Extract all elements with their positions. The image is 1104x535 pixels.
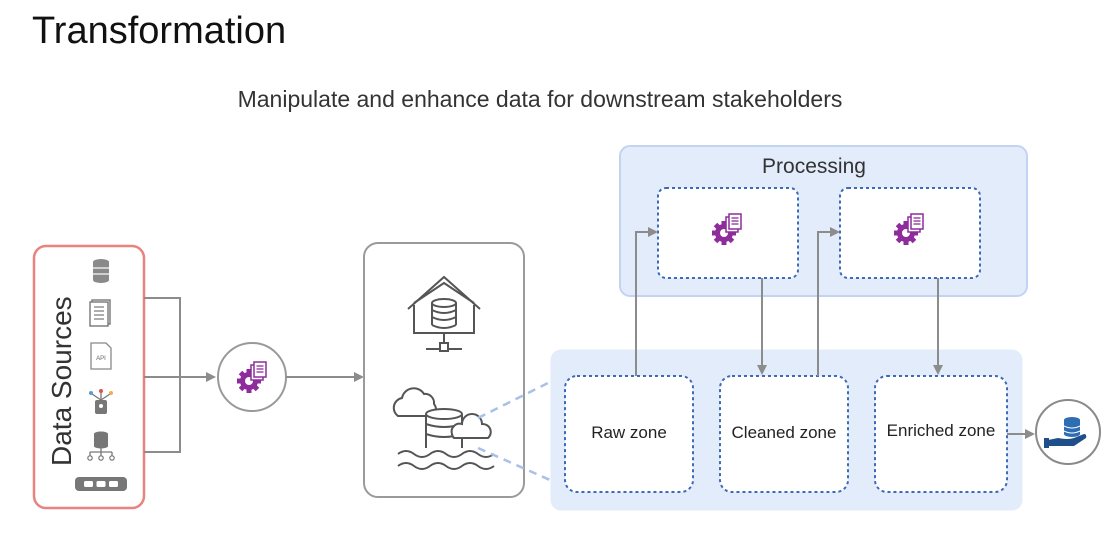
data-sources-label: Data Sources: [46, 296, 77, 466]
server-rack-icon: [75, 477, 127, 491]
cleaned-zone: Cleaned zone: [719, 375, 849, 493]
zone-flow-arrows: [635, 227, 1035, 439]
data-lake-icon: [392, 387, 495, 470]
enriched-zone: Enriched zone: [874, 375, 1008, 493]
page-subtitle: Manipulate and enhance data for downstre…: [237, 86, 843, 112]
network-database-icon: [87, 431, 115, 461]
storage-box: [363, 242, 525, 498]
data-consumer-node: [1035, 399, 1101, 465]
enriched-zone-label: Enriched zone: [887, 421, 996, 440]
ingest-process-node: [217, 342, 287, 412]
process-step-1: [657, 187, 799, 279]
process-step-2: [839, 187, 981, 279]
raw-zone: Raw zone: [564, 375, 694, 493]
cleaned-zone-label: Cleaned zone: [732, 423, 837, 442]
raw-zone-label: Raw zone: [591, 423, 667, 442]
page-title: Transformation: [32, 10, 287, 52]
processing-label: Processing: [762, 155, 866, 178]
hand-database-icon: [1044, 417, 1087, 448]
data-warehouse-icon: [407, 275, 481, 352]
api-text: API: [96, 356, 106, 362]
database-icon: [93, 259, 109, 283]
api-document-icon: API: [90, 342, 112, 370]
iot-device-icon: [89, 389, 113, 414]
document-icon: [89, 299, 111, 327]
sources-connector: [144, 297, 181, 453]
